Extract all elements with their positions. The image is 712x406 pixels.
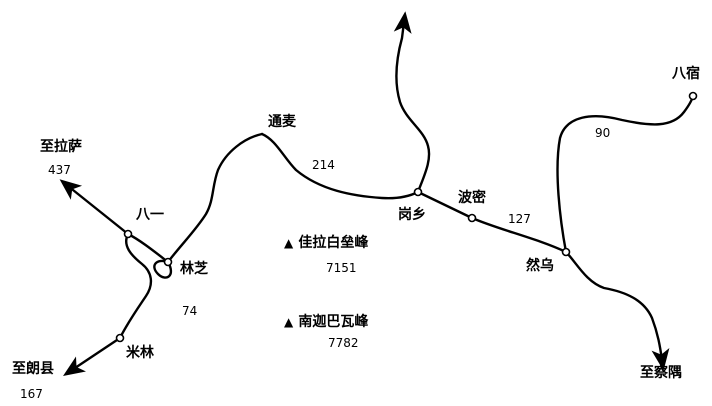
label-chayu: 至察隅 xyxy=(640,365,682,381)
road-bayi-milin xyxy=(118,232,153,340)
peak-elevation: 7151 xyxy=(326,261,357,275)
label-milin: 米林 xyxy=(126,345,154,361)
label-bayi: 八一 xyxy=(136,207,164,223)
label-gangxiang: 岗乡 xyxy=(398,207,426,223)
node-basu xyxy=(688,91,698,101)
node-bayi xyxy=(123,229,133,239)
peak-namjagbarwa: ▲ 南迦巴瓦峰 xyxy=(284,313,368,329)
node-ranwu xyxy=(561,247,571,257)
label-lasa: 至拉萨 xyxy=(40,139,82,155)
road-gangxiang-ranwu xyxy=(416,190,568,254)
road-ranwu-chayu xyxy=(564,250,670,371)
peak-name: 佳拉白垒峰 xyxy=(298,235,369,251)
peak-triangle-icon: ▲ xyxy=(284,236,294,250)
road-nyingchi-loop xyxy=(153,259,173,279)
node-gangxiang xyxy=(413,187,423,197)
label-ranwu: 然乌 xyxy=(526,258,554,274)
node-bomi xyxy=(467,213,477,223)
road-gangxiang-north xyxy=(393,11,431,194)
road-bayi-lasa xyxy=(59,179,130,236)
label-bomi: 波密 xyxy=(458,190,486,206)
road-ranwu-basu xyxy=(556,94,695,254)
label-langxian-dist: 167 xyxy=(20,387,43,401)
road-milin-langxian xyxy=(63,336,122,376)
label-basu: 八宿 xyxy=(672,66,700,82)
label-tongmai: 通麦 xyxy=(268,114,296,130)
peak-elevation: 7782 xyxy=(328,336,359,350)
road-nyingchi-tongmai xyxy=(166,132,264,264)
road-tongmai-gangxiang xyxy=(260,132,420,200)
node-nyingchi xyxy=(163,257,173,267)
label-dist-bayi-milin: 74 xyxy=(182,304,198,318)
label-dist-ranwu-basu: 90 xyxy=(595,126,611,140)
label-dist-bomi-ranwu: 127 xyxy=(508,212,531,226)
peak-triangle-icon: ▲ xyxy=(284,315,294,329)
label-dist-tongmai-gangxiang: 214 xyxy=(312,158,335,172)
label-nyingchi: 林芝 xyxy=(180,261,208,277)
peak-jialabailei: ▲ 佳拉白垒峰 xyxy=(284,234,368,250)
label-lasa-dist: 437 xyxy=(48,163,71,177)
peak-name: 南迦巴瓦峰 xyxy=(298,314,369,330)
node-milin xyxy=(115,333,125,343)
label-langxian: 至朗县 xyxy=(12,361,54,377)
